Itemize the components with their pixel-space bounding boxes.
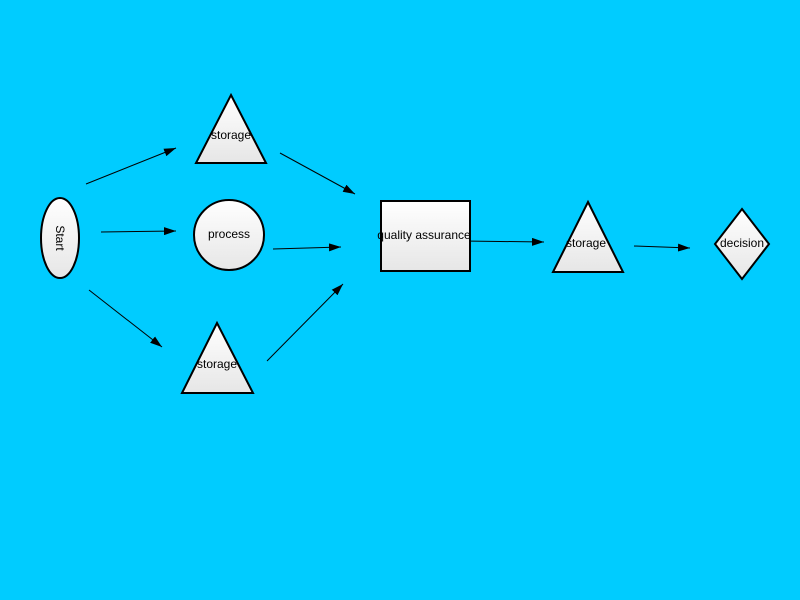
node-quality-assurance[interactable]: quality assurance	[377, 200, 471, 272]
start-ellipse-shape	[40, 197, 80, 279]
node-storage-right[interactable]: storage	[551, 199, 625, 273]
node-decision[interactable]: decision	[713, 207, 771, 281]
edge-storage-right-to-decision[interactable]	[633, 243, 691, 252]
decision-diamond-shape	[713, 207, 771, 281]
quality-assurance-label: quality assurance	[377, 228, 471, 242]
decision-label: decision	[720, 236, 764, 250]
node-start[interactable]: Start	[40, 197, 80, 279]
node-storage-top[interactable]: storage	[194, 92, 268, 164]
edge-start-to-storage-bottom[interactable]	[88, 289, 163, 348]
edge-storage-top-to-quality-assurance[interactable]	[279, 152, 356, 195]
edge-start-to-storage-top[interactable]	[85, 147, 177, 185]
edge-start-to-process[interactable]	[100, 227, 177, 236]
start-label: Start	[53, 225, 67, 251]
edge-process-to-quality-assurance[interactable]	[272, 243, 342, 252]
storage-bottom-label: storage	[197, 357, 237, 371]
storage-top-label: storage	[211, 128, 251, 142]
storage-top-triangle-shape	[194, 92, 268, 164]
quality-assurance-rect-shape	[380, 200, 471, 272]
storage-bottom-triangle-shape	[180, 320, 255, 394]
storage-right-triangle-shape	[551, 199, 625, 273]
node-process[interactable]: process	[193, 199, 265, 271]
edges-group	[85, 147, 691, 362]
process-label: process	[208, 227, 250, 241]
process-circle-shape	[193, 199, 265, 271]
edge-quality-assurance-to-storage-right[interactable]	[462, 237, 545, 246]
storage-right-label: storage	[566, 236, 606, 250]
node-storage-bottom[interactable]: storage	[180, 320, 255, 394]
edge-storage-bottom-to-quality-assurance[interactable]	[266, 283, 344, 362]
